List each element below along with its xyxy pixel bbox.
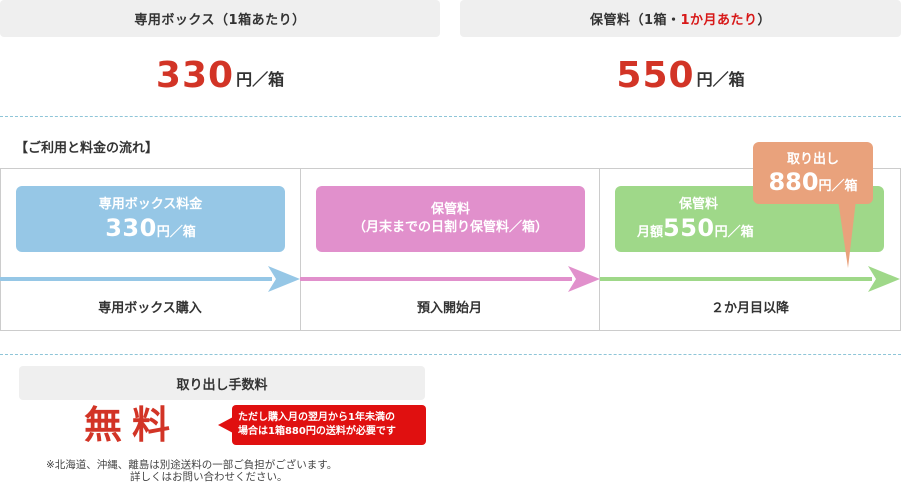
stage-first-month-note: （月末までの日割り保管料／箱）: [352, 220, 548, 235]
flow-column-separator: [300, 168, 301, 331]
storage-price-header: 保管料（1箱・1か月あたり）: [460, 0, 901, 37]
stage-label-second-month: ２か月目以降: [710, 301, 789, 316]
callout-price: 880: [768, 168, 819, 196]
stage-monthly-prefix: 月額: [637, 225, 664, 240]
retrieval-fee-free: 無料: [84, 403, 181, 447]
note-pointer: [218, 417, 233, 433]
box-price-unit: 円／箱: [236, 70, 285, 89]
retrieval-fee-header-text: 取り出し手数料: [176, 377, 268, 393]
retrieval-fee-header: 取り出し手数料: [19, 366, 425, 400]
footnote-contact: 詳しくはお問い合わせください。: [130, 471, 288, 483]
retrieval-fee-callout: 取り出し 880円／箱: [753, 142, 873, 204]
divider: [0, 116, 901, 117]
stage-box-fee-title: 専用ボックス料金: [98, 197, 203, 212]
flow-section-title: 【ご利用と料金の流れ】: [15, 141, 159, 156]
stage-box-fee-unit: 円／箱: [156, 225, 196, 240]
storage-price-unit: 円／箱: [696, 70, 745, 89]
stage-monthly-title: 保管料: [679, 197, 719, 212]
stage-first-month-card: 保管料 （月末までの日割り保管料／箱）: [316, 186, 585, 252]
stage-first-month-title: 保管料: [430, 202, 470, 217]
storage-price-value: 550: [616, 55, 695, 96]
stage-box-fee-card: 専用ボックス料金 330円／箱: [16, 186, 285, 252]
flow-column-separator: [599, 168, 600, 331]
box-price-header-text: 専用ボックス（1箱あたり）: [134, 13, 306, 28]
callout-unit: 円／箱: [818, 179, 858, 194]
retrieval-fee-note-line2: 場合は1箱880円の送料が必要です: [238, 426, 396, 437]
retrieval-fee-note-line1: ただし購入月の翌月から1年未満の: [238, 412, 395, 423]
storage-header-highlight: 1か月あたり: [680, 13, 758, 28]
box-price: 330 円／箱: [0, 50, 440, 94]
stage-label-first-month: 預入開始月: [416, 301, 482, 316]
divider: [0, 354, 901, 355]
footnote-remote-areas: ※北海道、沖縄、離島は別途送料の一部ご負担がございます。: [46, 459, 338, 471]
stage-monthly-unit: 円／箱: [714, 225, 754, 240]
storage-price: 550 円／箱: [460, 50, 901, 94]
box-price-value: 330: [155, 55, 235, 96]
callout-title: 取り出し: [786, 152, 839, 167]
stage-box-fee-price: 330: [105, 214, 157, 242]
storage-header-suffix: ）: [757, 13, 772, 28]
storage-header-prefix: 保管料（1箱・: [589, 13, 681, 28]
box-price-header: 専用ボックス（1箱あたり）: [0, 0, 440, 37]
retrieval-fee-note: ただし購入月の翌月から1年未満の 場合は1箱880円の送料が必要です: [232, 405, 426, 445]
stage-monthly-price: 550: [663, 214, 715, 242]
stage-label-purchase: 専用ボックス購入: [98, 301, 202, 316]
